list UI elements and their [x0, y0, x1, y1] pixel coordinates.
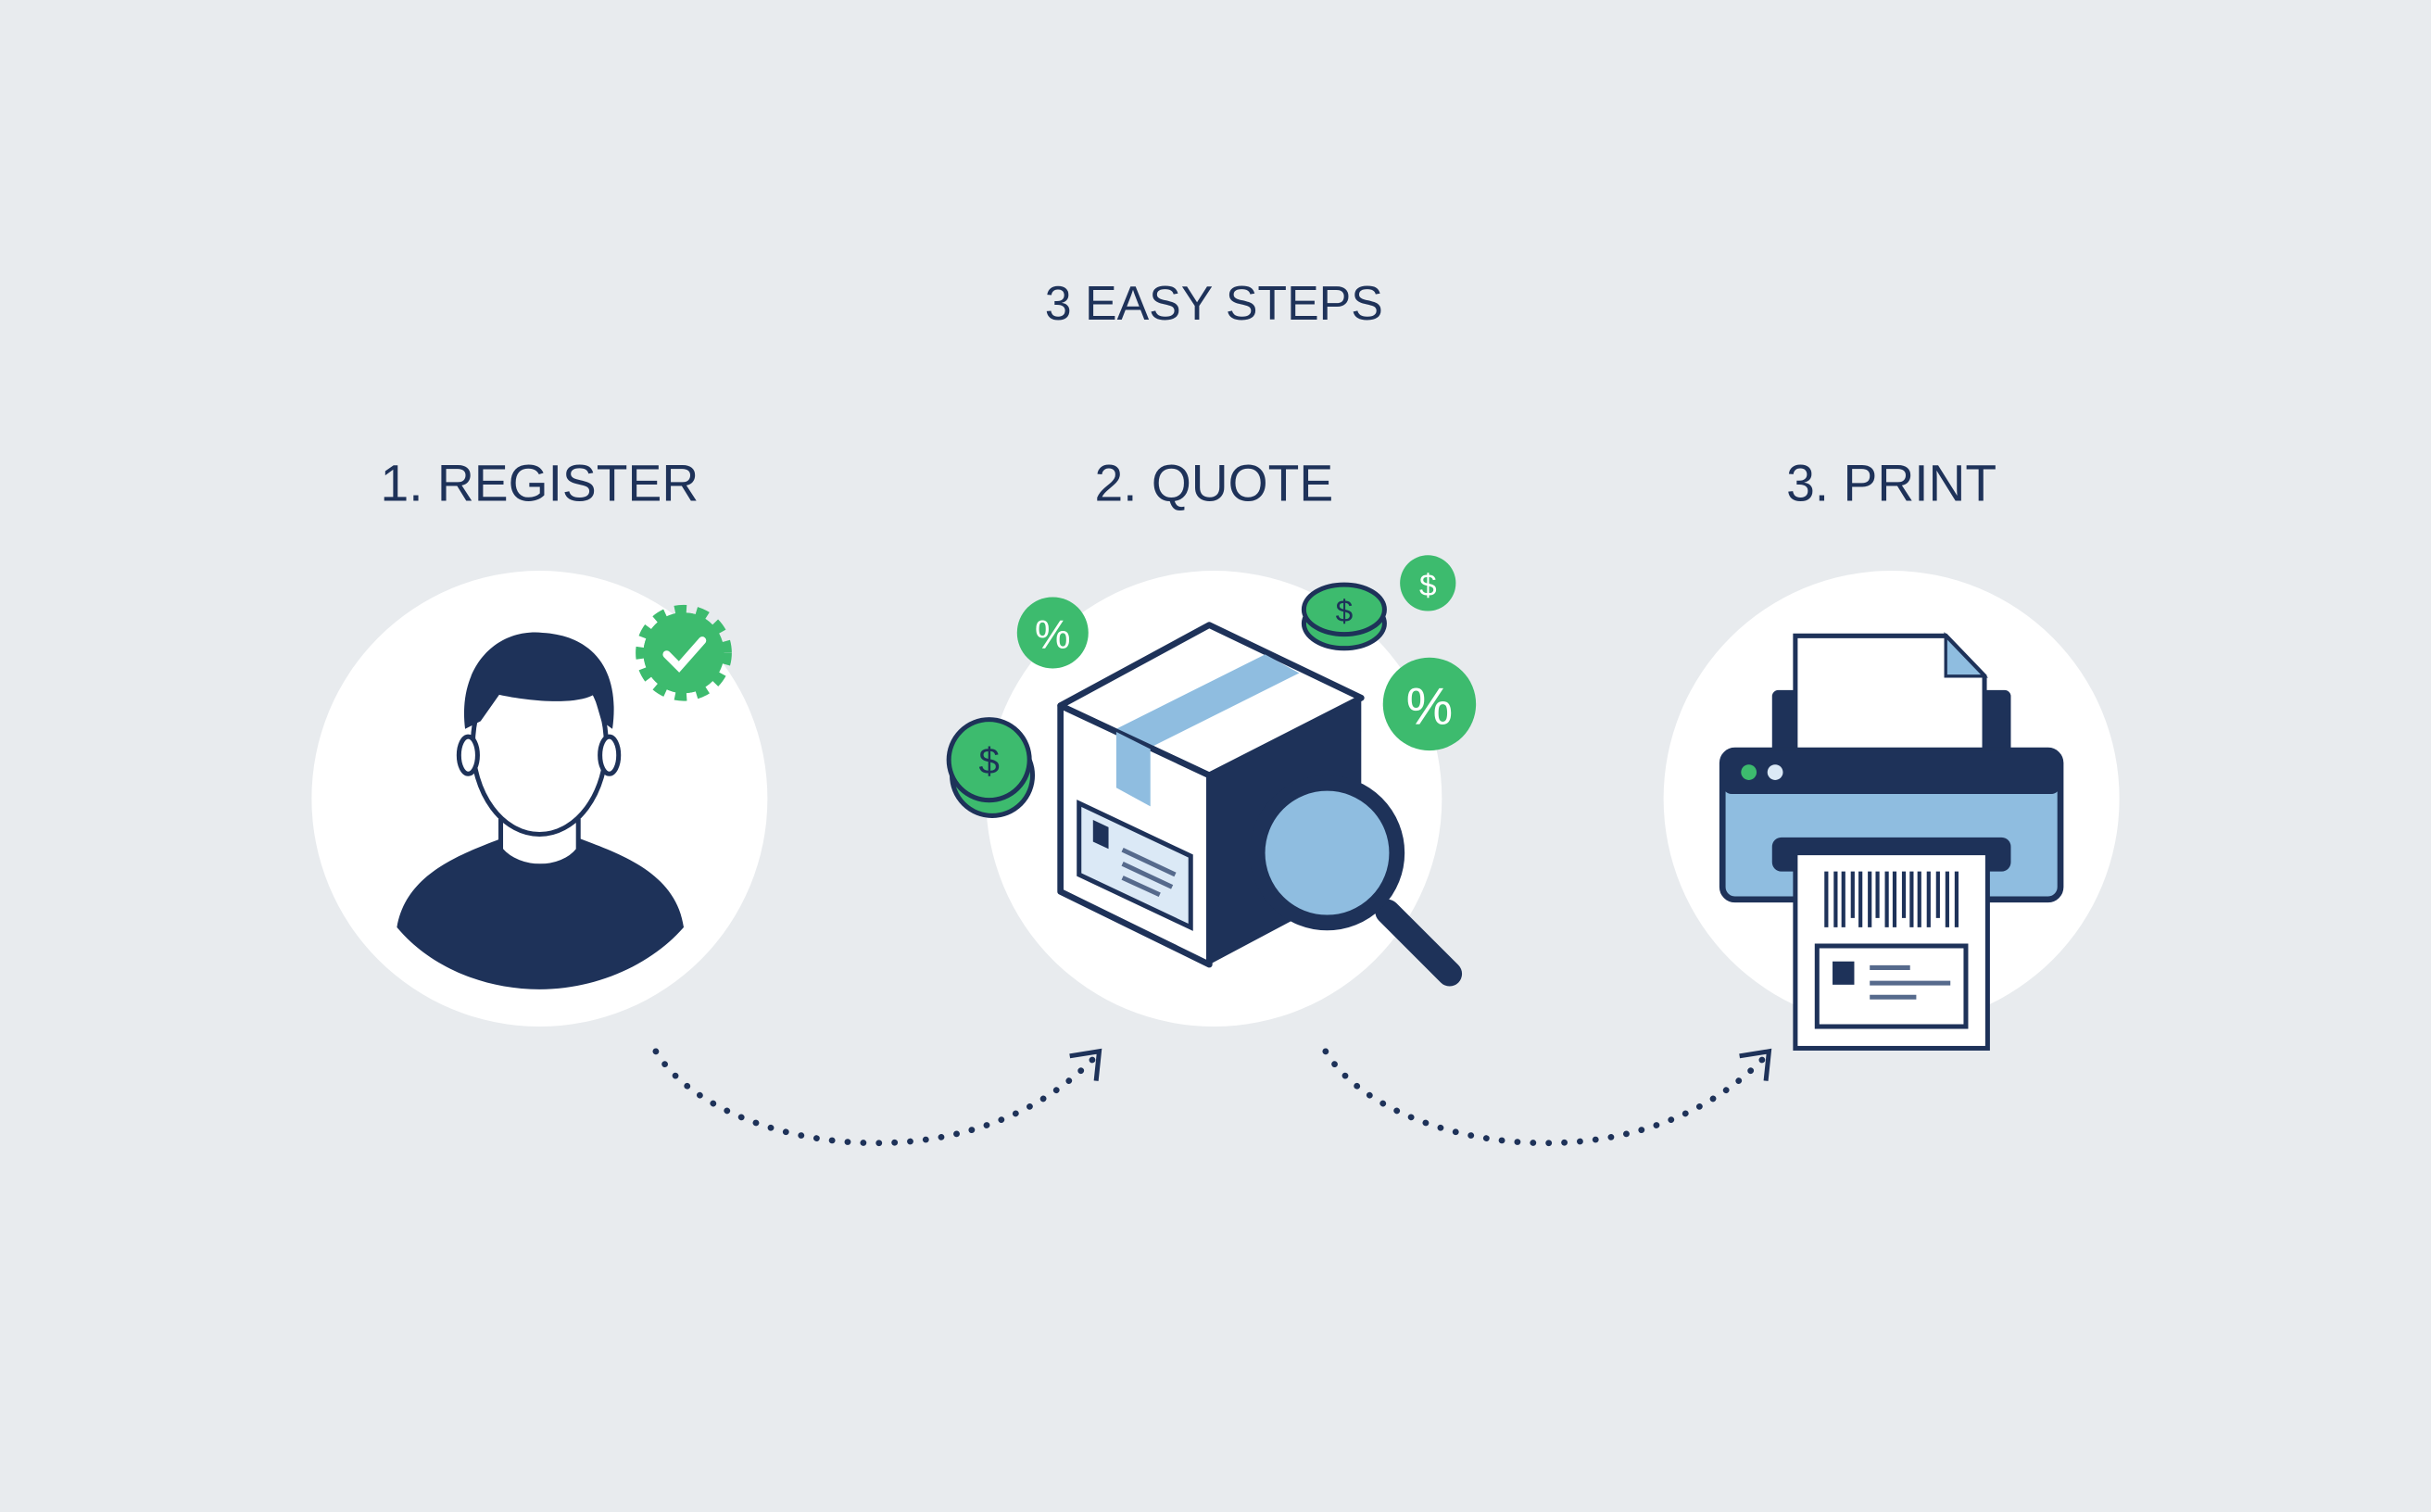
diagram-title: 3 EASY STEPS	[1045, 276, 1383, 330]
verified-gear-badge-icon	[636, 604, 732, 701]
arrow-step1-to-step2	[652, 1048, 1102, 1147]
step-1-label: 1. REGISTER	[381, 455, 699, 512]
percent-badge-icon: %	[1382, 657, 1477, 751]
arrow-step2-to-step3	[1322, 1048, 1772, 1147]
svg-text:$: $	[1419, 569, 1437, 603]
user-icon	[397, 632, 684, 989]
step-3-print	[1663, 571, 2120, 1051]
coin-stack-icon: $	[946, 717, 1036, 818]
percent-badge-icon: %	[1016, 597, 1089, 669]
step-2-label: 2. QUOTE	[1094, 455, 1333, 512]
svg-text:$: $	[1336, 595, 1354, 629]
step-2-quote: % % $ $ $	[946, 555, 1477, 1027]
magnifier-icon	[1249, 775, 1463, 987]
printer-icon	[1719, 632, 2064, 1051]
step-3-label: 3. PRINT	[1786, 455, 1996, 512]
svg-text:$: $	[979, 740, 1000, 782]
svg-text:%: %	[1406, 677, 1454, 737]
svg-text:%: %	[1035, 613, 1071, 658]
barcode-icon	[1824, 871, 1959, 927]
step-1-register	[311, 571, 768, 1027]
dollar-badge-icon: $	[1400, 555, 1456, 611]
coin-stack-icon: $	[1301, 582, 1387, 651]
